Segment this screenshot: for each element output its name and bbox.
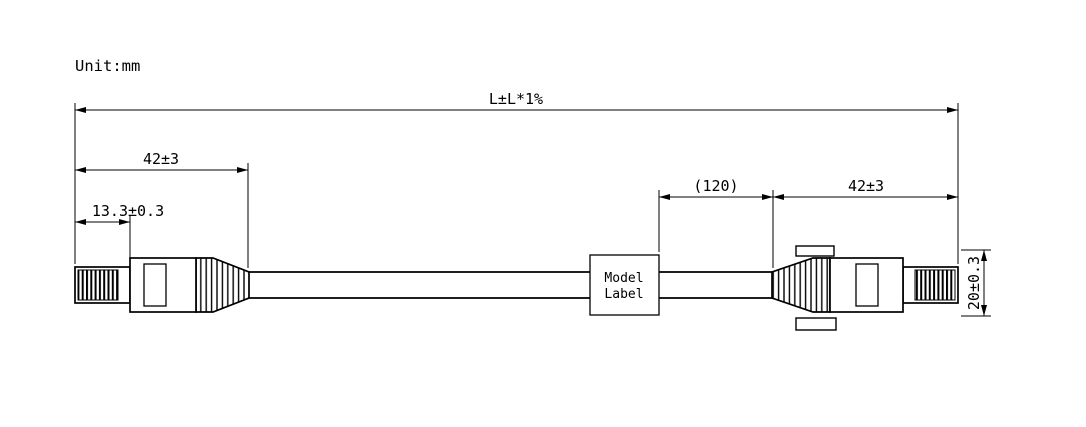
model-label-line1: Model: [604, 271, 643, 286]
right-plug-window: [855, 263, 879, 307]
model-label: Model Label: [589, 254, 660, 316]
dimension-lines: [75, 107, 987, 316]
cable: [248, 271, 773, 299]
left-strain-relief-boot: [195, 257, 250, 313]
dim-text-left-contact: 13.3±0.3: [92, 202, 164, 220]
right-latch-tab-top: [795, 245, 835, 257]
left-plug-contacts: [77, 269, 119, 301]
right-plug-contacts: [914, 269, 956, 301]
right-connector: [771, 245, 959, 331]
dim-text-overall-length: L±L*1%: [489, 90, 543, 108]
right-latch-tab-bottom: [795, 317, 837, 331]
dim-text-right-boot: 42±3: [848, 177, 884, 195]
extension-lines: [74, 103, 991, 317]
model-label-line2: Label: [604, 287, 643, 302]
right-strain-relief-boot: [771, 257, 831, 313]
left-plug-window: [143, 263, 167, 307]
left-connector: [74, 257, 250, 313]
model-label-box: [589, 254, 660, 316]
dim-text-left-boot: 42±3: [143, 150, 179, 168]
unit-label: Unit:mm: [75, 57, 140, 75]
dim-text-label-offset: (120): [693, 177, 738, 195]
dim-text-connector-height: 20±0.3: [965, 256, 983, 310]
